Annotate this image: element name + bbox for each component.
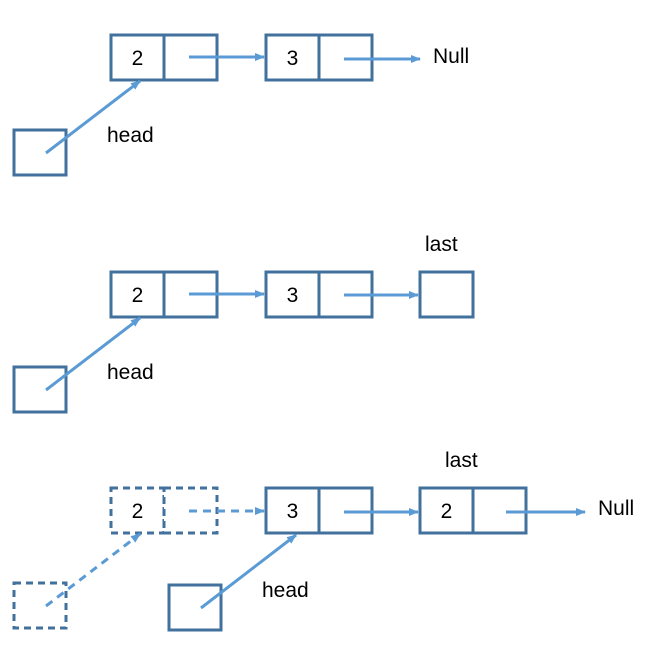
last-node-box: [418, 270, 475, 319]
head-pointer-arrow: [45, 79, 141, 155]
node-3-value: 3: [287, 47, 299, 70]
removed-node-value: 2: [132, 500, 144, 523]
diagram-1: 2 3 Null head: [12, 33, 469, 177]
head-pointer-arrow: [200, 533, 297, 610]
node-3: 3: [264, 486, 374, 535]
last-node-data-cell: [418, 486, 475, 535]
last-label: last: [425, 233, 458, 256]
head-label: head: [107, 361, 154, 384]
head-pointer-box: [12, 128, 68, 177]
removed-node-data-cell: [109, 486, 166, 535]
node-2: 2: [109, 33, 219, 82]
head-label: head: [107, 124, 154, 147]
last-node-value: 2: [441, 500, 453, 523]
old-head-pointer-arrow: [45, 532, 141, 608]
diagram-2: last 2 3 head: [12, 233, 475, 414]
head-pointer-arrow: [45, 316, 141, 392]
null-label: Null: [433, 45, 469, 68]
head-pointer-box: [167, 583, 223, 632]
node-3-data-cell: [264, 486, 321, 535]
head-pointer-box: [12, 365, 68, 414]
node-3-value: 3: [287, 284, 299, 307]
removed-node-2: 2: [109, 486, 219, 535]
node-2-data-cell: [109, 33, 166, 82]
old-head-pointer-box: [12, 581, 68, 630]
last-node-2: 2: [418, 486, 528, 535]
node-2-value: 2: [132, 284, 144, 307]
diagram-3: last 2 3 2 Null head: [12, 449, 634, 632]
last-label: last: [445, 449, 478, 472]
null-label: Null: [598, 497, 634, 520]
node-3-value: 3: [287, 500, 299, 523]
node-2-value: 2: [132, 47, 144, 70]
head-label: head: [262, 579, 309, 602]
